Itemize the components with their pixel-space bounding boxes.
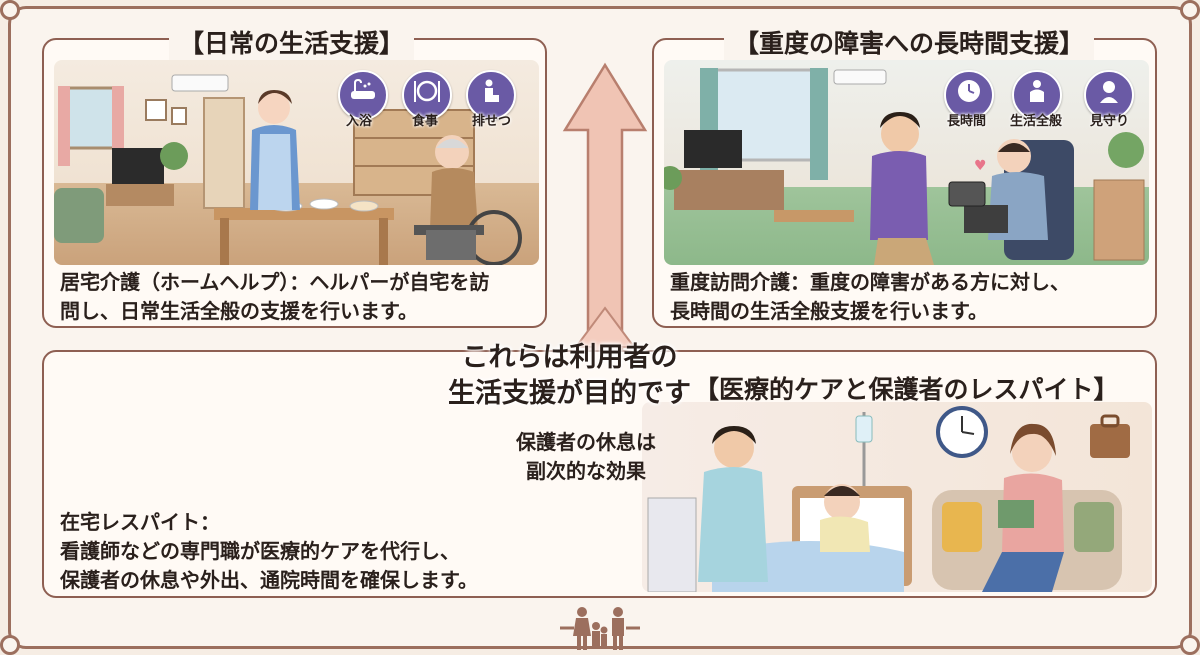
- bath-icon: [338, 70, 388, 120]
- home-helper-illustration: [54, 60, 539, 265]
- respite-title: 【医療的ケアと保護者のレスパイト】: [694, 375, 1119, 404]
- watch-over-label: 見守り: [1090, 114, 1130, 129]
- severe-support-description: 重度訪問介護：重度の障害がある方に対し、 長時間の生活全般支援を行います。: [670, 270, 1070, 323]
- svg-text:♥: ♥: [974, 158, 987, 174]
- bath-label: 入浴: [346, 114, 373, 129]
- purpose-statement: これらは利用者の 生活支援が目的です: [448, 342, 691, 409]
- life-support-label: 生活全般: [1010, 114, 1063, 129]
- respite-panel: 【医療的ケアと保護者のレスパイト】: [42, 350, 1157, 598]
- meal-label: 食事: [412, 114, 439, 129]
- frame-corner-ornament: [1180, 0, 1200, 20]
- toilet-icon: [466, 70, 516, 120]
- frame-corner-ornament: [0, 635, 20, 655]
- watch-over-icon: [1084, 70, 1134, 120]
- daily-support-description: 居宅介護（ホームヘルプ）：ヘルパーが自宅を訪 問し、日常生活全般の支援を行います…: [60, 270, 490, 323]
- long-hours-label: 長時間: [947, 114, 987, 129]
- frame-corner-ornament: [0, 0, 20, 20]
- secondary-effect-note: 保護者の休息は 副次的な効果: [516, 430, 656, 483]
- respite-care-illustration: [642, 402, 1152, 592]
- home-visit-care-illustration: ♥: [664, 60, 1149, 265]
- daily-support-panel: 【日常の生活支援】: [42, 24, 547, 328]
- clock-icon: [944, 70, 994, 120]
- meal-icon: [402, 70, 452, 120]
- life-support-icon: [1012, 70, 1062, 120]
- severe-support-title: 【重度の障害への長時間支援】: [724, 24, 1095, 60]
- severe-support-panel: 【重度の障害への長時間支援】: [652, 24, 1157, 328]
- family-icon: [560, 607, 640, 650]
- respite-description: 在宅レスパイト： 看護師などの専門職が医療的ケアを代行し、 保護者の休息や外出、…: [60, 510, 478, 592]
- toilet-label: 排せつ: [472, 114, 512, 129]
- daily-support-title: 【日常の生活支援】: [169, 24, 415, 60]
- frame-corner-ornament: [1180, 635, 1200, 655]
